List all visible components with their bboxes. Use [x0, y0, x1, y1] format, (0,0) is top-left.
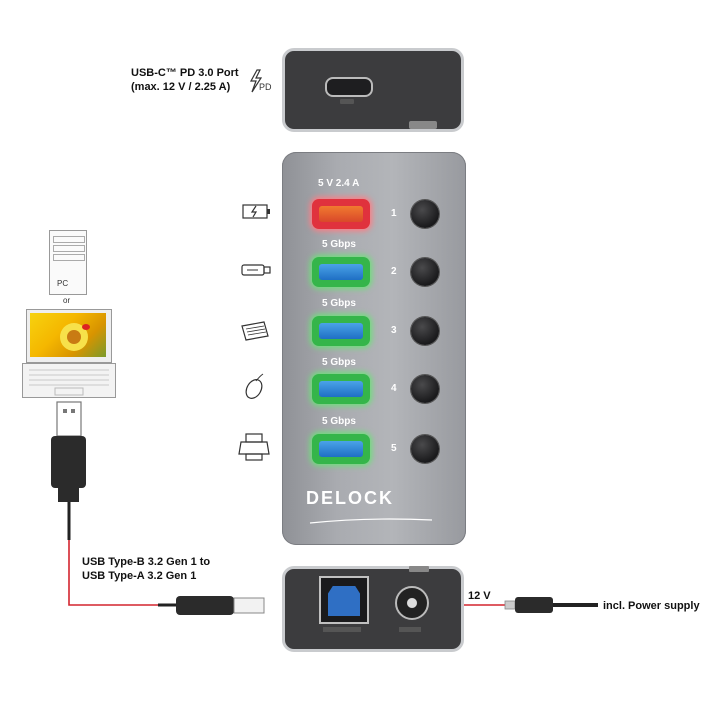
dc-jack-marking	[399, 627, 421, 632]
laptop-icon	[22, 309, 116, 398]
usbc-label-line1: USB-C™ PD 3.0 Port	[131, 67, 239, 79]
usb-a-port-3[interactable]	[312, 316, 370, 346]
usb-a-port-4[interactable]	[312, 374, 370, 404]
usb-hub-body: 5 V 2.4 A 1 5 Gbps 2 5 Gbps 3 5 Gbps 4 5…	[282, 152, 466, 545]
port-4-switch-button[interactable]	[411, 375, 439, 403]
printer-icon	[238, 432, 272, 462]
usb-a-port-5[interactable]	[312, 434, 370, 464]
hub-top-end-cap	[282, 48, 464, 132]
usb-c-port	[325, 77, 373, 97]
usb-a-charge-port-1[interactable]	[312, 199, 370, 229]
pd-symbol-text: PD	[259, 82, 272, 92]
voltage-label: 12 V	[468, 590, 491, 602]
usbb-label-line1: USB Type-B 3.2 Gen 1 to	[82, 556, 211, 568]
delock-logo: DELOCK	[306, 488, 394, 508]
hub-top-switch	[409, 121, 437, 129]
hub-bottom-end-cap	[282, 566, 464, 652]
port-4-number: 4	[391, 383, 397, 394]
keyboard-icon	[240, 318, 270, 342]
port-3-number: 3	[391, 325, 397, 336]
power-supply-label: incl. Power supply	[603, 600, 700, 612]
mouse-icon	[242, 372, 268, 402]
usb-b-port[interactable]	[319, 576, 369, 624]
laptop-screen-flower-image	[30, 313, 106, 357]
port-2-number: 2	[391, 266, 397, 277]
pc-label: PC	[57, 279, 69, 288]
dc-power-jack[interactable]	[395, 586, 429, 620]
port-1-spec: 5 V 2.4 A	[318, 178, 360, 189]
usbb-label-line2: USB Type-A 3.2 Gen 1	[82, 570, 197, 582]
laptop-keyboard	[22, 363, 116, 398]
port-5-spec: 5 Gbps	[322, 416, 356, 427]
port-1-switch-button[interactable]	[411, 200, 439, 228]
usb-c-marking	[340, 99, 354, 104]
power-delivery-icon: PD	[246, 68, 276, 96]
port-4-spec: 5 Gbps	[322, 357, 356, 368]
usb-a-port-2[interactable]	[312, 257, 370, 287]
port-5-switch-button[interactable]	[411, 435, 439, 463]
usb-stick-icon	[240, 262, 274, 278]
logo-swoosh	[308, 512, 434, 524]
pc-tower-icon: PC	[49, 230, 87, 295]
port-1-number: 1	[391, 208, 397, 219]
usbc-label-line2: (max. 12 V / 2.25 A)	[131, 81, 231, 93]
usb-b-marking	[323, 627, 361, 632]
port-5-number: 5	[391, 443, 397, 454]
hub-bottom-switch	[409, 566, 429, 572]
charging-battery-icon	[240, 200, 274, 224]
port-2-switch-button[interactable]	[411, 258, 439, 286]
port-3-switch-button[interactable]	[411, 317, 439, 345]
port-2-spec: 5 Gbps	[322, 239, 356, 250]
port-3-spec: 5 Gbps	[322, 298, 356, 309]
or-label: or	[63, 296, 71, 305]
